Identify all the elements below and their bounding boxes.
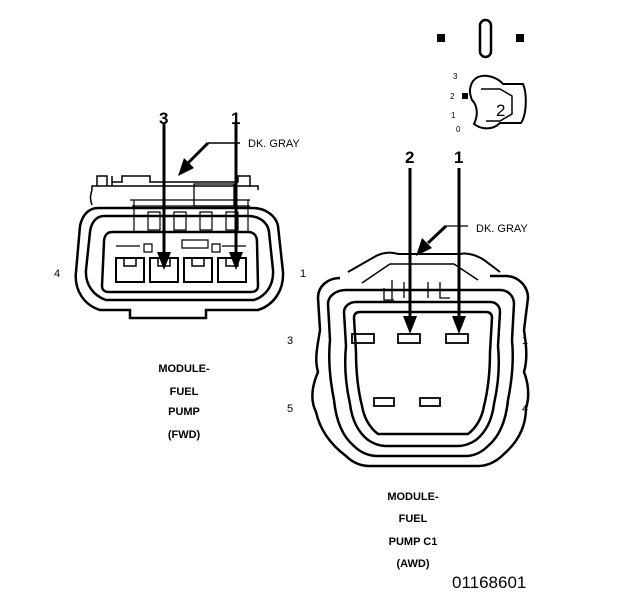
indicator-knob-inner xyxy=(481,88,513,122)
fwd-color-arrowhead xyxy=(178,158,194,176)
fwd-pin-cavities xyxy=(115,257,247,283)
fwd-cavity-tabs xyxy=(123,258,239,267)
awd-caption-line-1: MODULE- xyxy=(387,491,439,503)
fwd-color-label: DK. GRAY xyxy=(248,138,300,150)
fwd-top-rib xyxy=(193,183,235,207)
awd-side-label-5: 5 xyxy=(287,403,293,415)
fwd-side-label-1: 1 xyxy=(300,268,306,280)
fwd-connector: 3 1 DK. GRAY 4 1 MODULE- FUEL PUMP (FWD) xyxy=(54,109,306,441)
awd-pins xyxy=(351,333,469,407)
indicator-pointer xyxy=(462,93,468,99)
awd-side-label-1: 1 xyxy=(522,335,528,347)
fwd-pin-3-label: 3 xyxy=(159,109,168,128)
fwd-center-lock xyxy=(116,239,246,253)
fwd-caption-line-4: (FWD) xyxy=(168,429,201,441)
indicator-mark-right xyxy=(516,34,524,42)
awd-connector: 2 1 DK. GRAY 3 1 5 4 MODULE- FUEL PUMP C… xyxy=(287,148,530,570)
figure-id: 01168601 xyxy=(452,573,526,592)
indicator-scale-2: 2 xyxy=(450,92,455,101)
fwd-color-leader-diag xyxy=(186,141,210,165)
indicator-slot xyxy=(478,18,493,59)
awd-pin-4 xyxy=(419,397,441,407)
fwd-pin-1-arrowhead xyxy=(229,252,243,270)
fwd-side-label-4: 4 xyxy=(54,268,60,280)
awd-pin-1 xyxy=(445,333,469,344)
indicator-scale-3: 3 xyxy=(453,72,458,81)
awd-middle-shell xyxy=(326,288,516,458)
awd-pin-2-label: 2 xyxy=(405,148,414,167)
awd-pin-1-label: 1 xyxy=(454,148,463,167)
awd-caption-line-4: (AWD) xyxy=(397,558,430,570)
indicator-mark-left xyxy=(437,34,445,42)
fwd-top-body xyxy=(89,185,259,206)
awd-side-label-3: 3 xyxy=(287,335,293,347)
awd-pin-2-arrowhead xyxy=(403,316,417,334)
awd-pin-3 xyxy=(351,333,375,344)
fwd-caption-line-3: PUMP xyxy=(168,406,200,418)
fwd-pin-1-label: 1 xyxy=(231,109,240,128)
fwd-cavity-1 xyxy=(217,257,247,283)
indicator-scale-0: 0 xyxy=(456,125,461,134)
awd-color-label: DK. GRAY xyxy=(476,223,528,235)
awd-outer-shell xyxy=(311,274,530,468)
awd-pin-2 xyxy=(397,333,421,344)
fwd-latch xyxy=(96,175,251,187)
awd-side-label-4: 4 xyxy=(522,403,528,415)
indicator-knob xyxy=(469,74,527,130)
awd-pin-1-arrowhead xyxy=(452,316,466,334)
awd-inner-shell xyxy=(342,300,502,448)
fwd-caption-line-1: MODULE- xyxy=(158,363,210,375)
fwd-terminal-housing xyxy=(100,230,260,294)
awd-color-arrowhead xyxy=(416,238,432,256)
awd-face xyxy=(352,310,494,436)
fwd-cavity-4 xyxy=(115,257,145,283)
fwd-outer-shell xyxy=(74,206,285,320)
awd-caption-line-2: FUEL xyxy=(399,513,428,525)
fwd-cavity-2 xyxy=(183,257,213,283)
fwd-caption-line-2: FUEL xyxy=(170,386,199,398)
awd-pin-5 xyxy=(373,397,395,407)
position-indicator: 3 2 1 0 2 xyxy=(437,18,527,134)
fwd-pin-3-arrowhead xyxy=(157,252,171,270)
awd-color-leader-diag xyxy=(426,224,448,245)
awd-hood xyxy=(347,251,501,273)
indicator-scale-1: 1 xyxy=(451,111,456,120)
awd-caption-line-3: PUMP C1 xyxy=(389,536,438,548)
indicator-value: 2 xyxy=(496,101,505,120)
awd-hood-inner xyxy=(361,263,479,284)
fwd-middle-shell xyxy=(84,214,275,302)
